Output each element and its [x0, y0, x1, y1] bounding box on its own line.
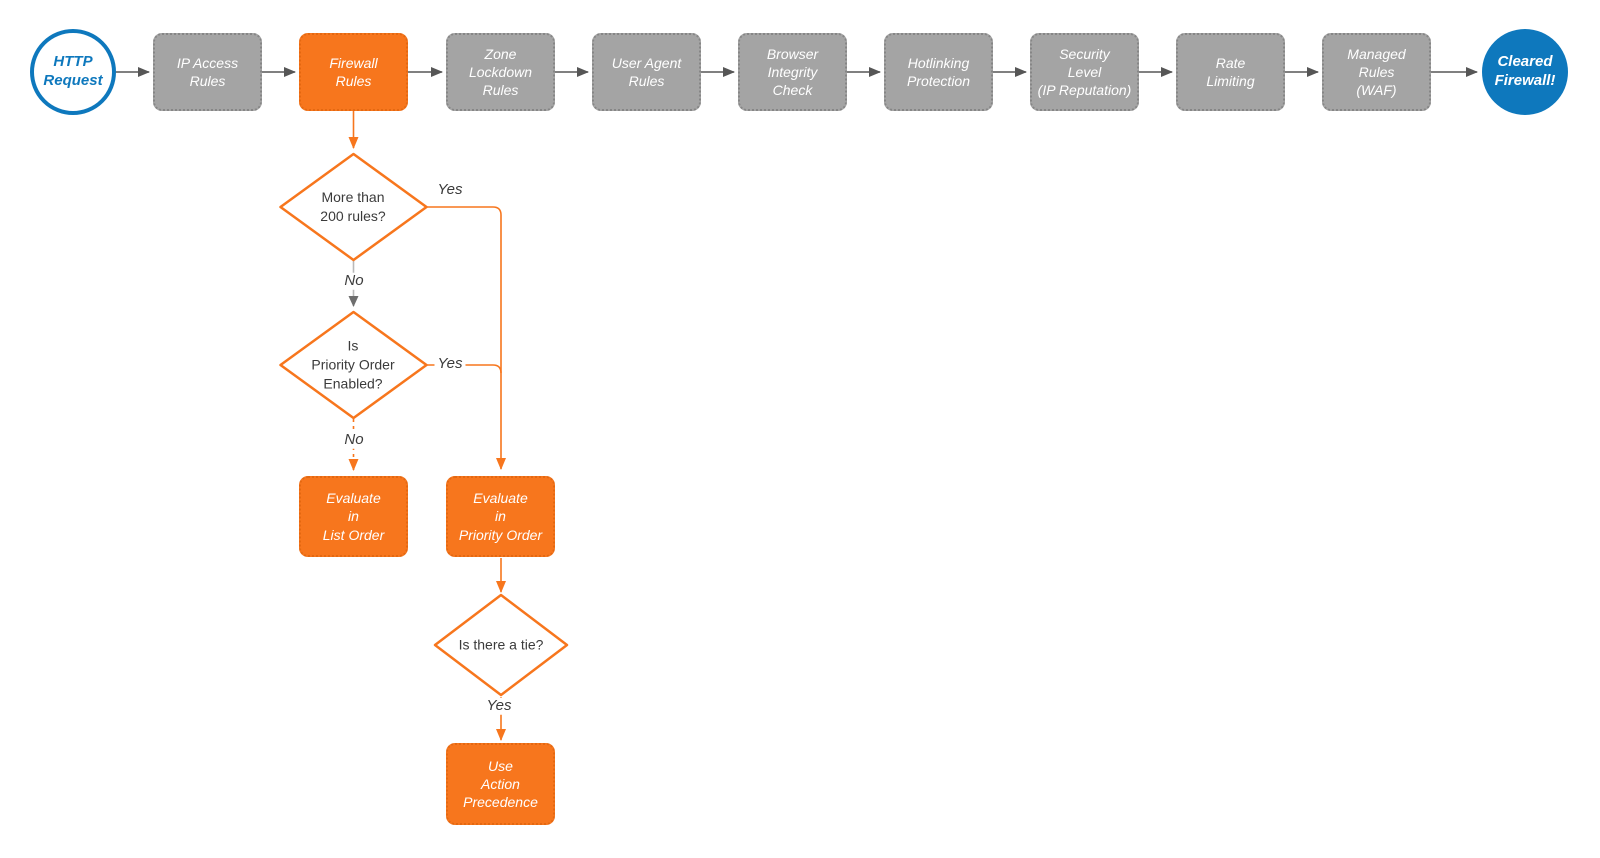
- node-browser-integrity-check: Browser Integrity Check: [738, 33, 847, 111]
- decision-more-than-200-rules-shape: [279, 152, 428, 262]
- edge-label-priority-enabled-yes: Yes: [434, 355, 466, 373]
- end-node-label: Cleared Firewall!: [1494, 53, 1556, 89]
- node-label: Rate Limiting: [1206, 54, 1255, 89]
- node-label: Firewall Rules: [329, 54, 378, 89]
- edge-label-priority-enabled-no: No: [341, 431, 367, 449]
- edge-label-more-rules-yes: Yes: [434, 181, 466, 199]
- node-label: Hotlinking Protection: [906, 54, 971, 89]
- node-label: Managed Rules (WAF): [1347, 45, 1406, 99]
- node-label: User Agent Rules: [611, 54, 682, 89]
- decision-more-than-200-rules-label: More than 200 rules?: [320, 189, 386, 224]
- node-rate-limiting: Rate Limiting: [1176, 33, 1285, 111]
- node-label: Evaluate in List Order: [322, 490, 385, 543]
- node-label: IP Access Rules: [176, 54, 239, 89]
- decision-priority-order-enabled-label: Is Priority Order Enabled?: [311, 337, 395, 392]
- node-use-action-precedence: Use Action Precedence: [446, 743, 555, 825]
- node-label: Browser Integrity Check: [766, 45, 819, 99]
- node-label: Use Action Precedence: [463, 757, 538, 811]
- node-evaluate-in-list-order: Evaluate in List Order: [299, 476, 408, 557]
- start-node-label: HTTP Request: [43, 53, 103, 89]
- decision-is-there-a-tie-label: Is there a tie?: [458, 636, 544, 653]
- decision-is-there-a-tie-shape: [433, 593, 569, 697]
- node-managed-rules-waf: Managed Rules (WAF): [1322, 33, 1431, 111]
- node-hotlinking-protection: Hotlinking Protection: [884, 33, 993, 111]
- node-label: Zone Lockdown Rules: [468, 45, 533, 99]
- node-label: Evaluate in Priority Order: [458, 490, 543, 543]
- connector-decision1-yes: [426, 206, 506, 470]
- node-security-level-ip-reputation: Security Level (IP Reputation): [1030, 33, 1139, 111]
- node-ip-access-rules: IP Access Rules: [153, 33, 262, 111]
- decision-priority-order-enabled-shape: [279, 310, 428, 420]
- connector-decision2-yes: [426, 364, 502, 374]
- edge-label-tie-yes: Yes: [483, 697, 515, 715]
- node-user-agent-rules: User Agent Rules: [592, 33, 701, 111]
- node-zone-lockdown-rules: Zone Lockdown Rules: [446, 33, 555, 111]
- node-evaluate-in-priority-order: Evaluate in Priority Order: [446, 476, 555, 557]
- node-firewall-rules: Firewall Rules: [299, 33, 408, 111]
- edge-label-more-rules-no: No: [341, 272, 367, 290]
- start-node-http-request: HTTP Request: [30, 29, 116, 115]
- node-label: Security Level (IP Reputation): [1037, 45, 1132, 99]
- end-node-cleared-firewall: Cleared Firewall!: [1482, 29, 1568, 115]
